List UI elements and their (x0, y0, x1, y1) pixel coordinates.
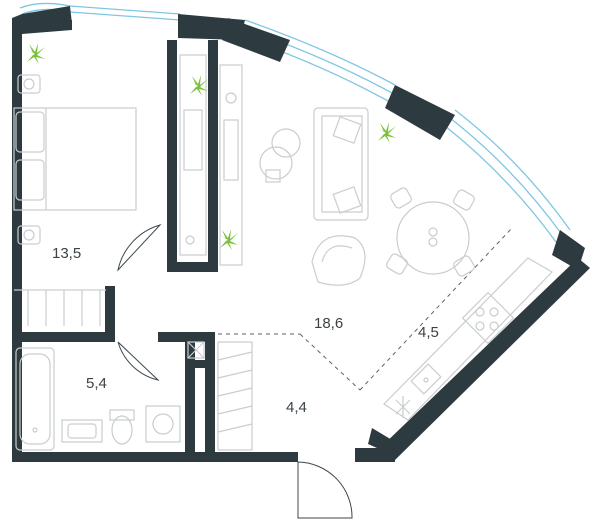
plant-icon (219, 229, 238, 250)
sink-icon-bath (61, 419, 103, 443)
doors (117, 224, 353, 519)
toilet-icon (109, 409, 135, 445)
fridge-icon (395, 396, 411, 418)
kitchen-furniture (383, 257, 553, 421)
windows (19, 2, 571, 243)
entrance-door (297, 461, 353, 519)
plant-icon (189, 75, 208, 96)
dining-table-icon (386, 187, 475, 277)
living-area: 18,6 (314, 315, 343, 332)
bathroom-area: 5,4 (86, 375, 107, 392)
room-labels: 13,5 18,6 4,5 5,4 4,4 (52, 245, 439, 416)
sofa-icon (313, 107, 369, 221)
walls (12, 6, 590, 462)
plants (26, 43, 396, 250)
bedroom-door (117, 224, 162, 272)
bedroom-furniture (13, 74, 137, 326)
sink-icon (410, 363, 442, 395)
zone-boundaries (218, 227, 513, 391)
bed-icon (13, 107, 137, 211)
bathroom-door (117, 341, 160, 381)
hall-closet (187, 341, 253, 451)
bedroom-area: 13,5 (52, 245, 81, 262)
bathroom-furniture (15, 347, 181, 451)
washing-machine-icon (145, 405, 181, 443)
cabinets (179, 54, 243, 266)
armchair-icon (311, 235, 366, 286)
living-furniture (259, 107, 475, 286)
wardrobe (14, 289, 106, 326)
plant-icon (26, 43, 45, 64)
bathtub-icon (15, 347, 55, 451)
kitchen-area: 4,5 (418, 324, 439, 341)
hall-area: 4,4 (286, 399, 307, 416)
stove-icon (461, 291, 515, 345)
plant-icon (377, 122, 396, 143)
